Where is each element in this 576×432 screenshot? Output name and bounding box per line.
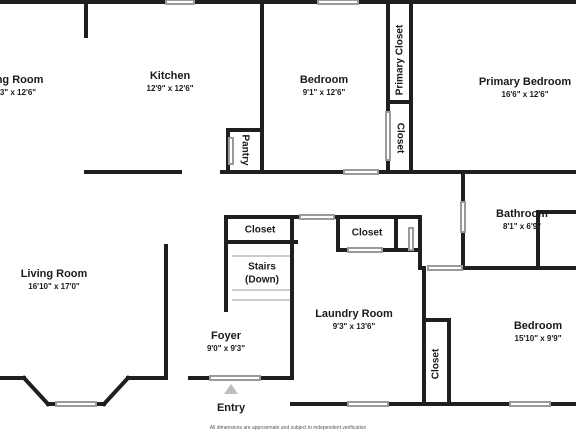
primary-closet-label: Primary Closet: [394, 24, 406, 96]
room-dims: 16'6" x 12'6": [501, 90, 549, 99]
pantry-label: Pantry: [239, 134, 251, 166]
window: [385, 111, 391, 161]
window: [408, 227, 414, 251]
window: [427, 265, 463, 271]
room-dims: 12'9" x 12'6": [146, 84, 194, 93]
room-name: Primary Bedroom: [478, 76, 572, 88]
room-name: Laundry Room: [315, 308, 393, 320]
room-dims: 8'1" x 6'9": [502, 222, 542, 231]
room-label-living-room: Living Room 16'10" x 17'0": [21, 268, 88, 292]
closet-label-bedroom: Closet: [430, 348, 442, 380]
room-name: Bathroom: [496, 208, 548, 220]
room-dims: 9'1" x 12'6": [302, 88, 346, 97]
room-name: ing Room: [0, 74, 44, 86]
room-name: Kitchen: [149, 70, 191, 82]
closet-label-vertical: Closet: [394, 122, 406, 154]
window: [347, 247, 383, 253]
entry-arrow-icon: [224, 384, 238, 394]
windows: [55, 0, 551, 407]
disclaimer-text: All dimensions are approximate and subje…: [209, 425, 367, 431]
room-name: Bedroom: [513, 320, 563, 332]
room-dims: 16'10" x 17'0": [28, 282, 80, 291]
closet-label-laundry: Closet: [351, 227, 383, 239]
closet-label-stairs: Closet: [244, 224, 276, 236]
room-label-bathroom: Bathroom 8'1" x 6'9": [496, 208, 548, 232]
stairs-down-label: (Down): [245, 274, 279, 286]
wall: [21, 375, 51, 407]
room-label-foyer: Foyer 9'0" x 9'3": [207, 330, 245, 354]
window: [343, 169, 379, 175]
window: [509, 401, 551, 407]
room-label-dining: ing Room 3" x 12'6": [0, 74, 43, 98]
window: [209, 375, 261, 381]
room-label-primary-bedroom: Primary Bedroom 16'6" x 12'6": [479, 76, 571, 100]
room-label-kitchen: Kitchen 12'9" x 12'6": [147, 70, 194, 94]
walls: [0, 0, 576, 407]
window: [55, 401, 97, 407]
room-label-bedroom-top: Bedroom 9'1" x 12'6": [300, 74, 348, 98]
window: [228, 137, 234, 165]
room-name: Foyer: [211, 330, 241, 342]
room-name: Living Room: [20, 268, 88, 280]
stairs-label: Stairs: [248, 261, 276, 273]
room-dims: 9'0" x 9'3": [206, 344, 246, 353]
window: [165, 0, 195, 5]
room-label-bedroom-bottom: Bedroom 15'10" x 9'9": [514, 320, 562, 344]
entry-label: Entry: [216, 402, 246, 414]
room-dims: 3" x 12'6": [0, 88, 37, 97]
wall: [101, 375, 131, 407]
room-label-laundry-room: Laundry Room 9'3" x 13'6": [315, 308, 393, 332]
room-dims: 9'3" x 13'6": [332, 322, 376, 331]
window: [317, 0, 359, 5]
window: [299, 214, 335, 220]
window: [347, 401, 389, 407]
room-name: Bedroom: [299, 74, 349, 86]
room-dims: 15'10" x 9'9": [514, 334, 562, 343]
window: [460, 201, 466, 233]
stair-treads: [232, 255, 290, 301]
